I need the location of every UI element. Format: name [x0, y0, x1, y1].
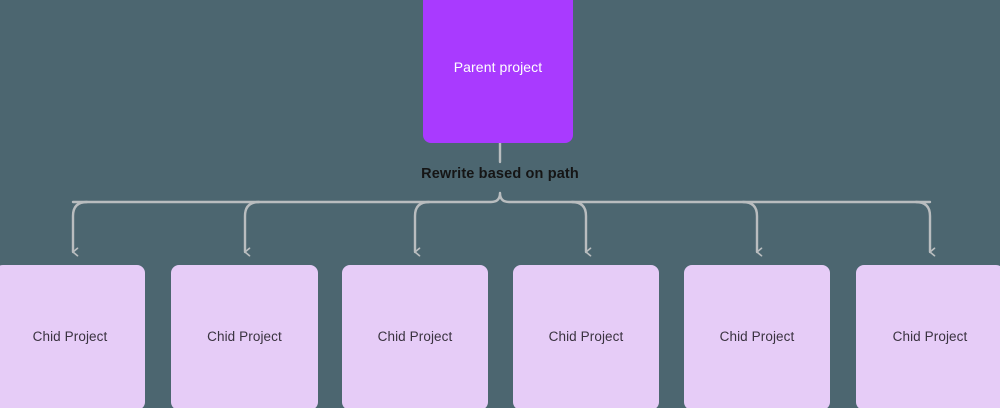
edge-bus-bar	[71, 191, 932, 204]
edge-branch-child-4	[570, 200, 586, 252]
node-child-project-6-label: Chid Project	[892, 329, 968, 345]
node-child-project-2-label: Chid Project	[207, 329, 282, 345]
node-child-project-5[interactable]: Chid Project	[684, 265, 830, 408]
node-child-project-5-label: Chid Project	[719, 329, 795, 345]
node-child-project-1[interactable]: Chid Project	[0, 265, 145, 408]
edge-label-text: Rewrite based on path	[421, 166, 579, 182]
node-child-project-6[interactable]: Chid Project	[856, 265, 1000, 408]
node-child-project-2[interactable]: Chid Project	[171, 265, 318, 408]
node-child-project-1-label: Chid Project	[32, 329, 108, 345]
edge-branch-child-5	[741, 200, 757, 252]
edge-branch-child-6	[914, 200, 930, 252]
node-child-project-3-label: Chid Project	[377, 329, 453, 345]
node-child-project-3[interactable]: Chid Project	[342, 265, 488, 408]
edge-branch-child-1	[71, 200, 89, 252]
node-parent-project-label: Parent project	[453, 58, 543, 75]
edge-branch-child-2	[243, 200, 261, 252]
edge-paths	[71, 141, 932, 252]
node-parent-project[interactable]: Parent project	[423, 0, 573, 143]
edge-label-rewrite-based-on-path: Rewrite based on path	[0, 166, 1000, 182]
node-child-project-4-label: Chid Project	[548, 329, 624, 345]
node-child-project-4[interactable]: Chid Project	[513, 265, 659, 408]
edge-branch-child-3	[413, 200, 431, 252]
